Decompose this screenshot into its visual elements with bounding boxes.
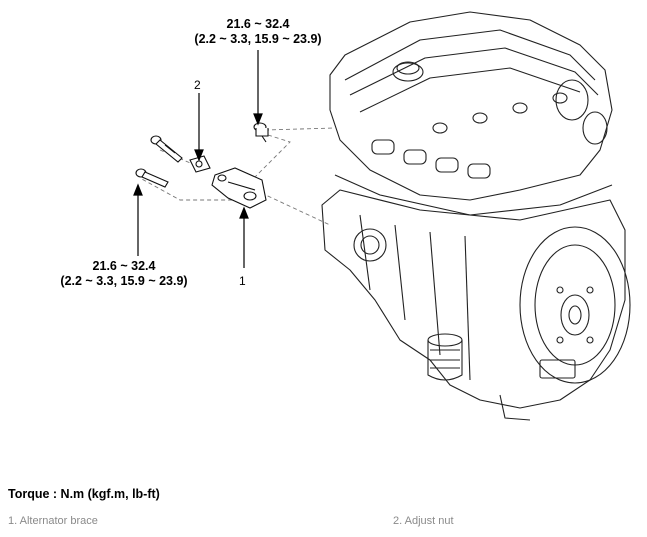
alternator-brace-illustration <box>211 167 267 209</box>
bolt-lower-left <box>135 168 169 188</box>
torque-spec-left: 21.6 ~ 32.4 (2.2 ~ 3.3, 15.9 ~ 23.9) <box>44 259 204 289</box>
torque-top-value: 21.6 ~ 32.4 <box>226 17 290 31</box>
engine-exploded-diagram <box>133 11 631 421</box>
torque-spec-top: 21.6 ~ 32.4 (2.2 ~ 3.3, 15.9 ~ 23.9) <box>178 17 338 47</box>
arrows <box>133 50 263 268</box>
callout-number-1: 1 <box>239 274 246 288</box>
legend-item-alternator-brace: 1. Alternator brace <box>8 515 98 527</box>
legend-item-adjust-nut: 2. Adjust nut <box>393 515 454 527</box>
torque-unit-heading: Torque : N.m (kgf.m, lb-ft) <box>8 487 160 501</box>
torque-top-conversions: (2.2 ~ 3.3, 15.9 ~ 23.9) <box>194 32 322 46</box>
torque-left-conversions: (2.2 ~ 3.3, 15.9 ~ 23.9) <box>60 274 188 288</box>
adjust-nut-illustration <box>189 155 211 173</box>
bolt-top <box>253 122 269 143</box>
engine-block-illustration <box>321 11 631 421</box>
callout-number-2: 2 <box>194 78 201 92</box>
torque-left-value: 21.6 ~ 32.4 <box>92 259 156 273</box>
bolt-upper-left <box>150 135 183 163</box>
